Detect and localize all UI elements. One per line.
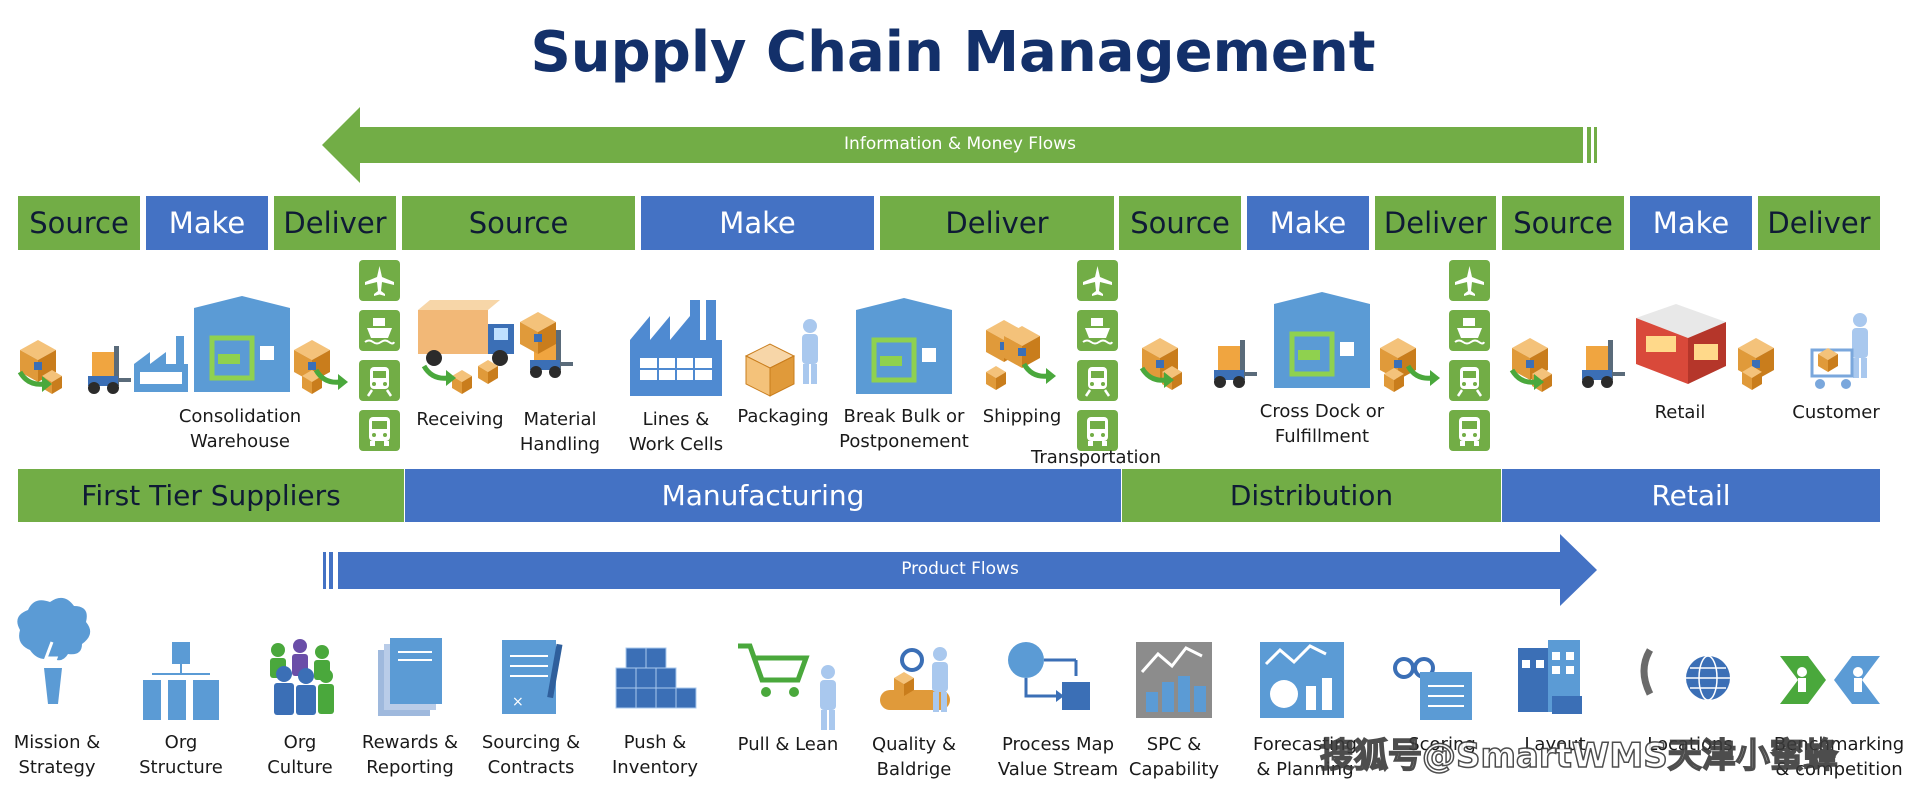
caption-customer: Customer [1792, 402, 1880, 423]
bus-icon [1077, 410, 1118, 451]
caption-locations: Locations [1647, 734, 1733, 755]
ship-icon [1449, 310, 1490, 351]
scoring-glasses-icon [1393, 657, 1472, 720]
svg-text:×: × [512, 694, 524, 710]
locations-globe-phone-icon [1640, 648, 1730, 701]
org-chart-icon [143, 642, 219, 720]
caption-sourcing-contracts: Sourcing & Contracts [481, 732, 581, 778]
caption-pull-lean: Pull & Lean [737, 734, 839, 755]
plane-icon [1449, 260, 1490, 301]
segment-deliver-1: Deliver [274, 196, 396, 250]
caption-consolidation-warehouse: Consolidation Warehouse [178, 406, 302, 452]
caption-org-structure: Org Structure [139, 732, 223, 778]
stage-distribution: Distribution [1122, 469, 1501, 522]
ship-icon [359, 310, 400, 351]
info-flow-arrow [322, 107, 1597, 183]
plane-icon [359, 260, 400, 301]
process-map-icon [1008, 642, 1090, 710]
caption-layout: Layout [1524, 734, 1586, 755]
segment-source-4: Source [1502, 196, 1624, 250]
spc-chart-icon [1136, 642, 1212, 718]
product-flow-label: Product Flows [901, 559, 1019, 579]
segment-make-4: Make [1630, 196, 1752, 250]
benchmarking-arrows-icon [1780, 656, 1880, 704]
stage-retail: Retail [1502, 469, 1880, 522]
segment-deliver-4: Deliver [1758, 196, 1880, 250]
caption-break-bulk: Break Bulk or Postponement [839, 406, 969, 452]
caption-spc-capability: SPC & Capability [1128, 734, 1220, 780]
stage-first-tier-suppliers: First Tier Suppliers [18, 469, 404, 522]
shopping-cart-icon [738, 643, 836, 730]
segment-deliver-2: Deliver [880, 196, 1114, 250]
caption-benchmarking: Benchmarking & competition [1773, 734, 1905, 780]
train-icon [1077, 360, 1118, 401]
watermark: 搜狐号@SmartWMS天津小蜜蜂 [1319, 735, 1838, 777]
ship-icon [1077, 310, 1118, 351]
segment-make-3: Make [1247, 196, 1369, 250]
segment-source-3: Source [1119, 196, 1241, 250]
caption-rewards-reporting: Rewards & Reporting [361, 732, 459, 778]
segment-source-2: Source [402, 196, 635, 250]
caption-shipping: Shipping [982, 406, 1062, 427]
customer-icon [1810, 313, 1868, 389]
info-flow-label: Information & Money Flows [844, 134, 1076, 154]
segment-make-1: Make [146, 196, 268, 250]
caption-mission-strategy: Mission & Strategy [13, 732, 101, 778]
layout-building-icon [1518, 640, 1582, 714]
factory-small-icon [134, 336, 188, 392]
caption-push-inventory: Push & Inventory [612, 732, 698, 778]
inventory-cubes-icon [615, 647, 697, 709]
stage-manufacturing: Manufacturing [405, 469, 1121, 522]
reports-stack-icon [378, 638, 442, 716]
segment-source-1: Source [18, 196, 140, 250]
train-icon [1449, 360, 1490, 401]
caption-receiving: Receiving [416, 409, 504, 430]
train-icon [359, 360, 400, 401]
caption-quality-baldrige: Quality & Baldrige [871, 734, 957, 780]
quality-inspection-icon [880, 647, 950, 712]
caption-lines-work-cells: Lines & Work Cells [628, 409, 724, 455]
caption-cross-dock: Cross Dock or Fulfillment [1259, 401, 1385, 447]
segment-make-2: Make [641, 196, 874, 250]
product-flow-arrow [323, 534, 1597, 606]
caption-packaging: Packaging [737, 406, 829, 427]
retail-store-icon [1636, 304, 1726, 384]
caption-process-map: Process Map Value Stream [997, 734, 1119, 780]
caption-transportation: Transportation [1031, 447, 1161, 468]
caption-forecasting: Forecasting & Planning [1252, 734, 1357, 780]
people-group-icon [270, 639, 334, 715]
bus-icon [359, 410, 400, 451]
contract-document-icon: × [502, 640, 563, 714]
plane-icon [1077, 260, 1118, 301]
bus-icon [1449, 410, 1490, 451]
packaging-icon [744, 319, 818, 397]
page-title: Supply Chain Management [530, 20, 1376, 85]
caption-scoring: Scoring [1408, 734, 1476, 755]
caption-retail: Retail [1654, 402, 1706, 423]
segment-deliver-3: Deliver [1375, 196, 1496, 250]
caption-org-culture: Org Culture [267, 732, 333, 778]
factory-icon [630, 300, 722, 396]
forecast-chart-icon [1260, 642, 1344, 718]
mission-lightbulb-icon [17, 597, 91, 704]
caption-material-handling: Material Handling [519, 409, 601, 455]
